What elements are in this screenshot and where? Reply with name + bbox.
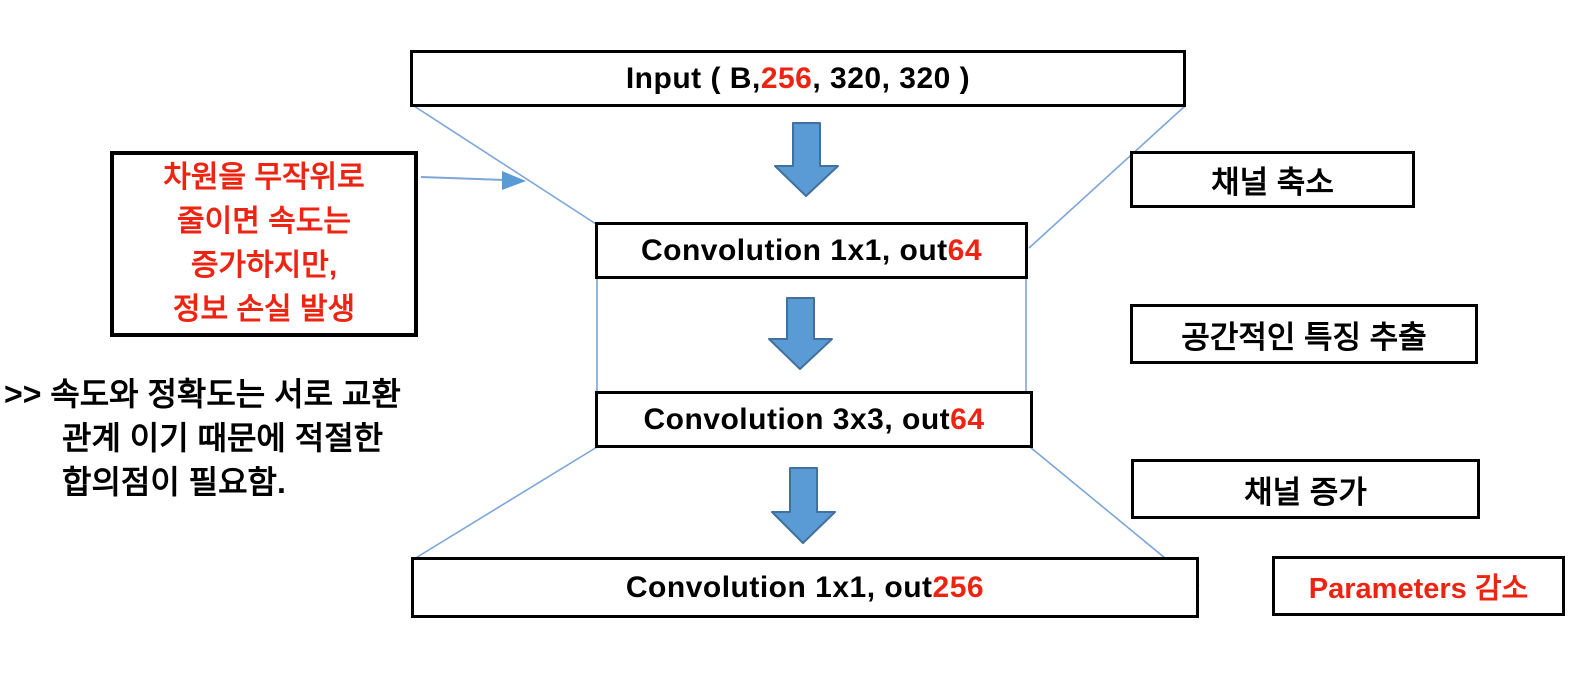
tradeoff-remark: >> 속도와 정확도는 서로 교환 관계 이기 때문에 적절한 합의점이 필요함… <box>4 372 401 504</box>
tradeoff-line: 합의점이 필요함. <box>62 464 286 500</box>
connector-line-out-left <box>413 446 598 560</box>
conv3-label: Convolution 3x3, out <box>643 402 951 436</box>
parameters-decrease-label: Parameters 감소 <box>1308 573 1529 605</box>
convout-out-value: 256 <box>932 570 985 604</box>
connector-line-input-right <box>1028 105 1186 249</box>
note-arrow-icon <box>502 171 526 190</box>
tradeoff-line: 관계 이기 때문에 적절한 <box>62 420 384 456</box>
input-label-suffix: , 320, 320 ) <box>812 61 971 95</box>
conv1x1-reduce-box: Convolution 1x1, out 64 <box>595 222 1028 279</box>
channel-reduce-label: 채널 축소 <box>1211 165 1334 200</box>
down-arrow-icon-3 <box>771 467 836 544</box>
note-line: 차원을 무작위로 <box>163 161 365 194</box>
tradeoff-line: >> 속도와 정확도는 서로 교환 <box>4 376 401 412</box>
conv1x1-expand-box: Convolution 1x1, out 256 <box>411 557 1199 618</box>
spatial-feature-label: 공간적인 특징 추출 <box>1181 319 1427 355</box>
channel-reduce-box: 채널 축소 <box>1130 151 1415 208</box>
note-arrow-line <box>420 176 506 181</box>
conv1-label: Convolution 1x1, out <box>640 233 948 267</box>
conv3-out-value: 64 <box>950 402 985 436</box>
note-line: 증가하지만, <box>190 249 338 282</box>
note-line: 정보 손실 발생 <box>172 293 356 326</box>
note-line: 줄이면 속도는 <box>177 205 351 238</box>
down-arrow-icon-1 <box>774 122 839 197</box>
down-arrow-icon-2 <box>768 297 833 370</box>
parameters-decrease-box: Parameters 감소 <box>1272 556 1565 616</box>
channel-increase-label: 채널 증가 <box>1244 474 1367 510</box>
dimension-note-box: 차원을 무작위로 줄이면 속도는 증가하지만, 정보 손실 발생 <box>110 151 418 337</box>
spatial-feature-box: 공간적인 특징 추출 <box>1130 304 1478 364</box>
channel-increase-box: 채널 증가 <box>1131 459 1480 519</box>
input-label-prefix: Input ( B, <box>625 61 761 95</box>
conv1-out-value: 64 <box>947 233 983 267</box>
connector-line-input-left <box>413 105 597 225</box>
input-box: Input ( B, 256, 320, 320 ) <box>410 50 1186 107</box>
conv3x3-box: Convolution 3x3, out 64 <box>595 391 1033 448</box>
input-channels-value: 256 <box>760 61 813 95</box>
convout-label: Convolution 1x1, out <box>625 570 933 604</box>
